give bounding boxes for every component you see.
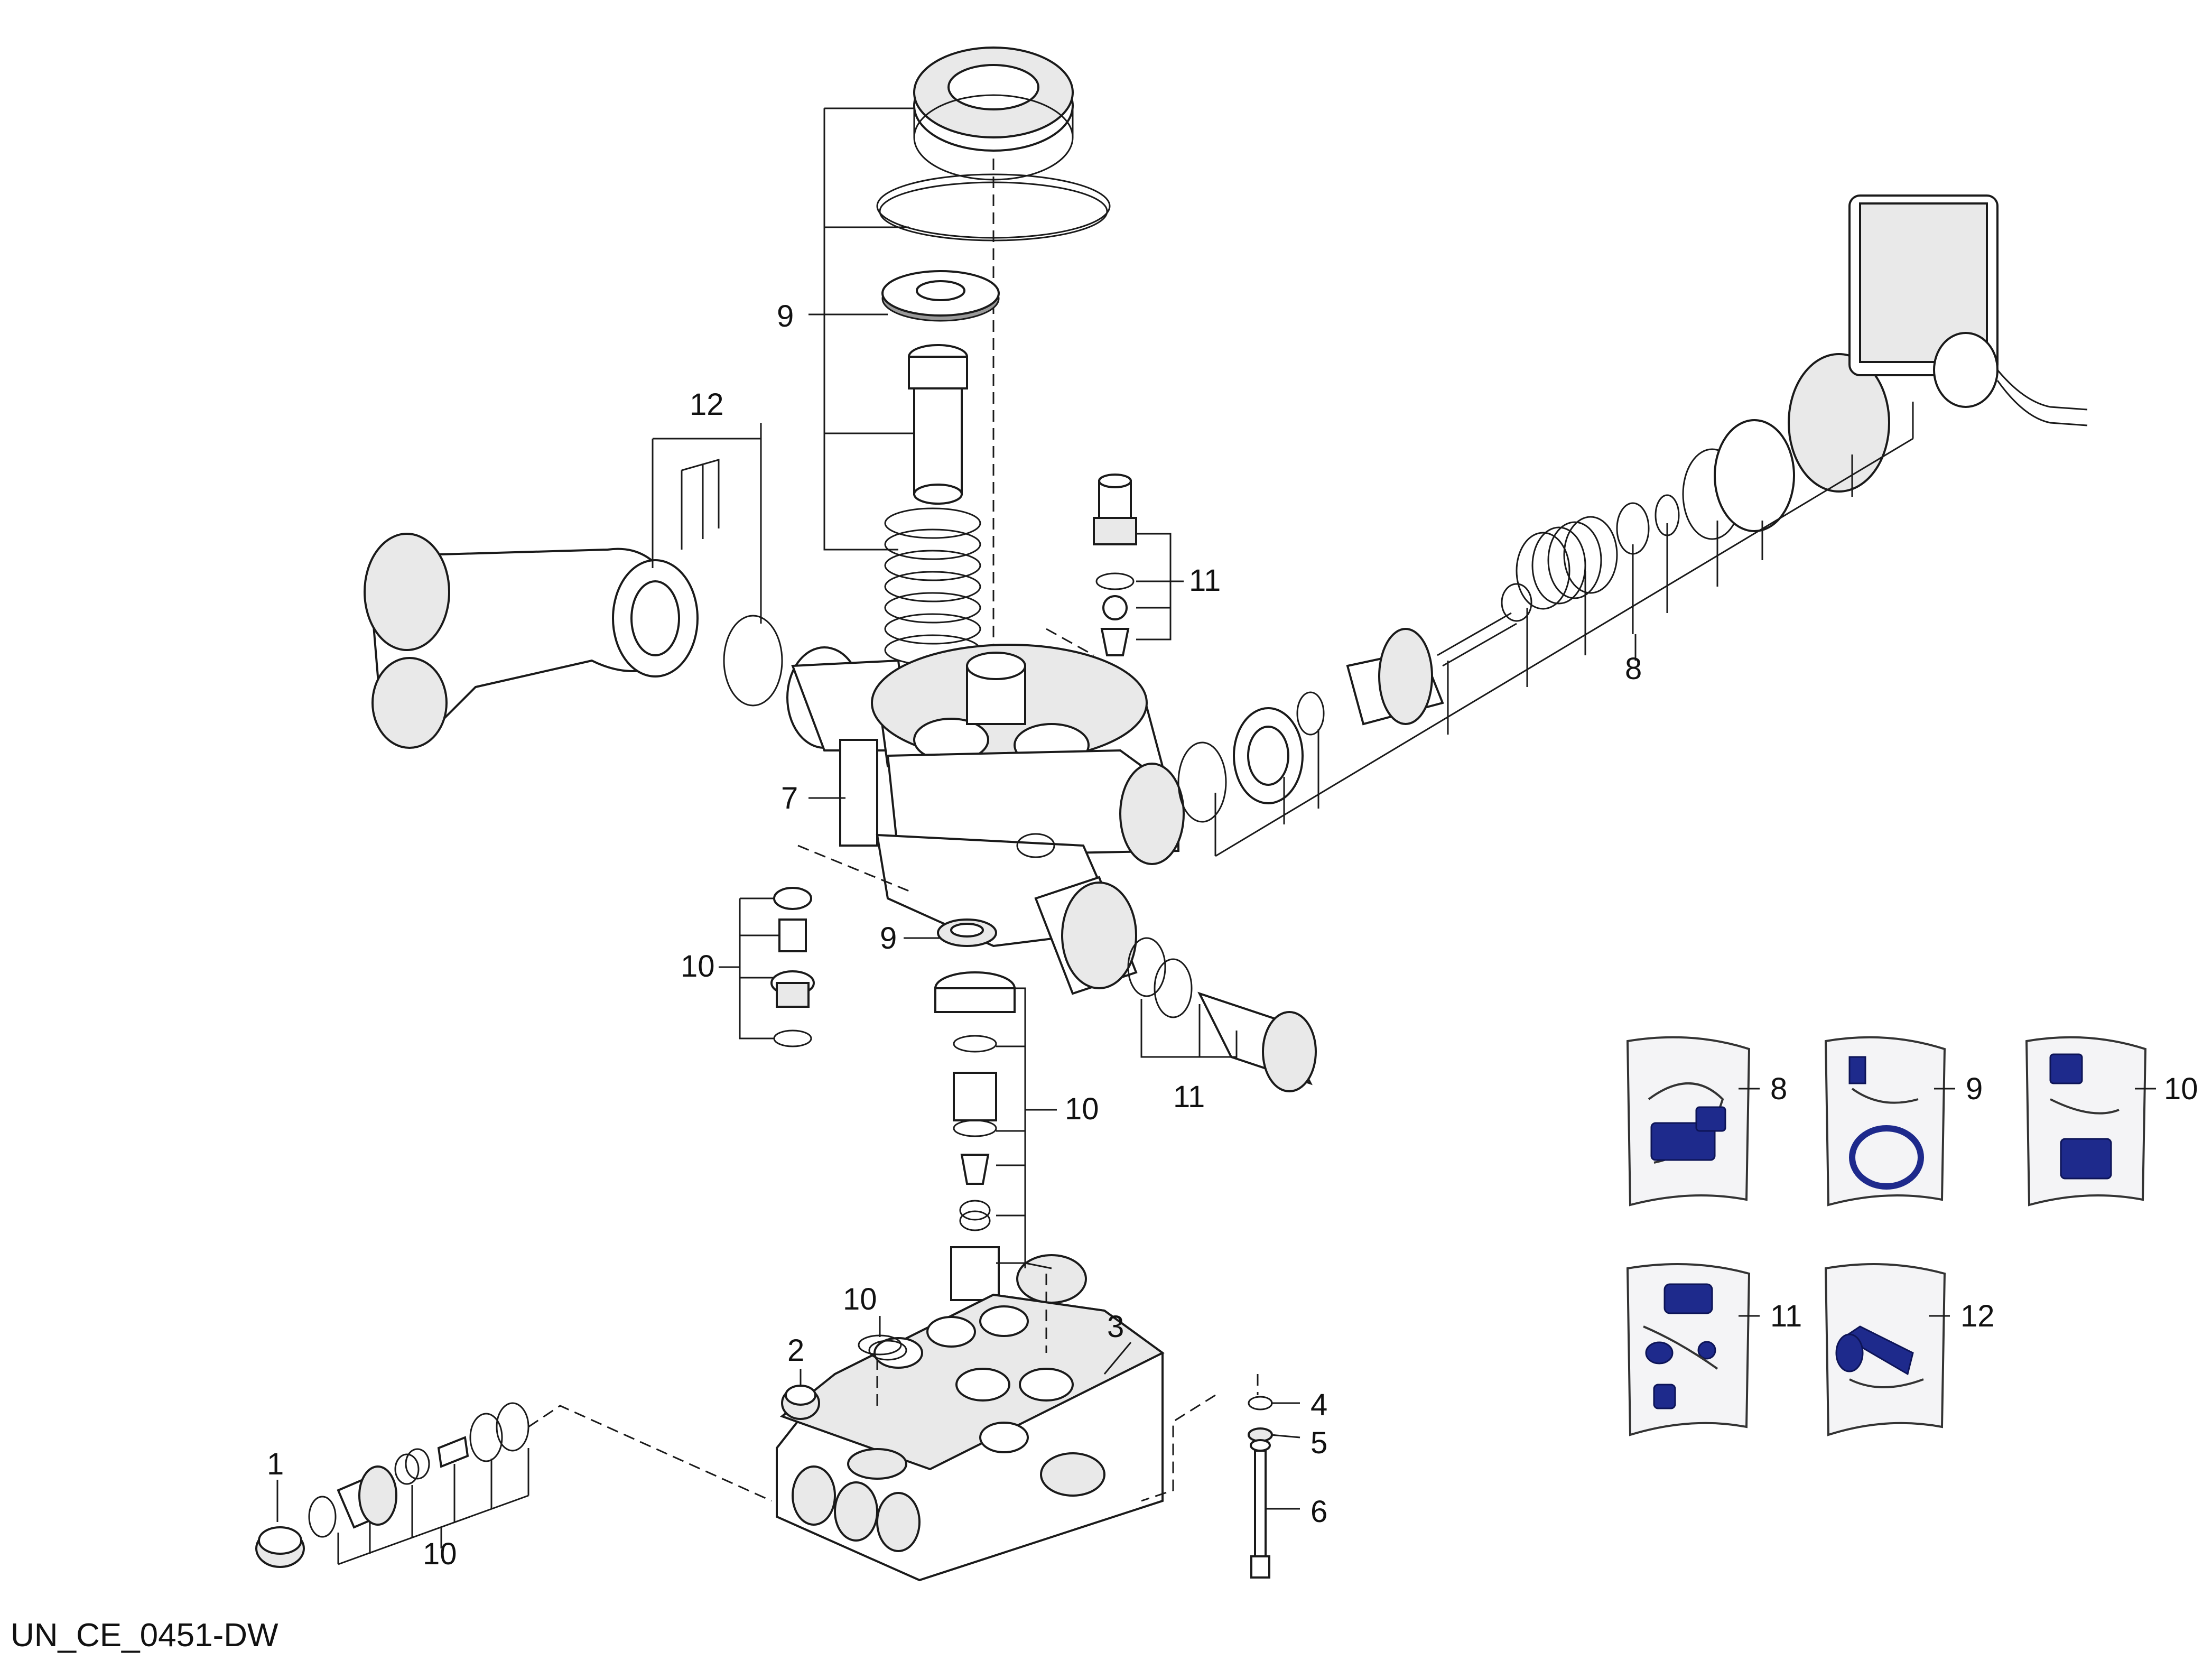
injector-assembly [1046,474,1184,656]
callout-5: 5 [1311,1426,1327,1460]
callout-8: 8 [1625,652,1642,686]
kit-11: 11 [1626,1263,1802,1436]
kit-label-11: 11 [1770,1299,1802,1333]
callout-4: 4 [1311,1388,1327,1422]
retaining-clip [681,459,720,550]
pump-head [786,644,1185,948]
return-spring [884,507,981,666]
callout-10-mid: 10 [1065,1092,1099,1126]
callout-3: 3 [1107,1310,1124,1344]
piston-plunger [908,344,968,505]
kit-label-8: 8 [1770,1072,1787,1106]
seal-kit-9-icon [1848,1056,1924,1190]
callout-11-bottom: 11 [1173,1080,1205,1114]
callout-10-left: 10 [681,949,715,983]
thrust-washer [881,270,1000,322]
injector-kit-11-icon [1645,1283,1716,1409]
mounting-bolt [1141,1374,1300,1579]
kit-12: 12 [1824,1263,1995,1436]
callout-labels: 9 12 11 8 7 10 9 10 11 10 3 2 4 5 6 1 10 [267,299,1642,1571]
outlet-fittings [1127,937,1317,1092]
kit-10: 10 [2025,1036,2198,1207]
kit-label-10: 10 [2164,1072,2198,1106]
unloader-assembly [1177,194,2088,857]
kit-label-12: 12 [1960,1299,1995,1333]
kit-8: 8 [1626,1036,1787,1207]
manifold-o-ring [723,615,783,707]
valve-kit-10-icon [2049,1053,2112,1180]
outlet-thread [1034,876,1138,995]
repair-kit-8-icon [1650,1106,1726,1161]
bearing-assembly [876,47,1111,782]
callout-2: 2 [787,1333,804,1368]
callout-6: 6 [1311,1495,1327,1529]
callout-9-mid: 9 [880,921,897,955]
manifold-body [776,1274,1165,1582]
callout-7: 7 [781,781,798,815]
drain-plug [781,1385,820,1420]
valve-set-left [719,887,815,1047]
inlet-manifold [364,533,699,749]
callout-12: 12 [690,387,724,422]
valve-stack-center [904,918,1087,1304]
callout-10-ring: 10 [843,1282,877,1316]
kit-9: 9 [1824,1036,1983,1207]
manifold-kit-12-icon [1835,1325,1914,1376]
callout-9-top: 9 [777,299,794,333]
callout-1: 1 [267,1447,284,1481]
callout-10-bottom: 10 [423,1537,457,1571]
callout-11-top: 11 [1189,563,1221,598]
drawing-code: UN_CE_0451-DW [11,1617,278,1654]
kit-label-9: 9 [1966,1072,1983,1106]
relief-valve [255,1402,772,1568]
